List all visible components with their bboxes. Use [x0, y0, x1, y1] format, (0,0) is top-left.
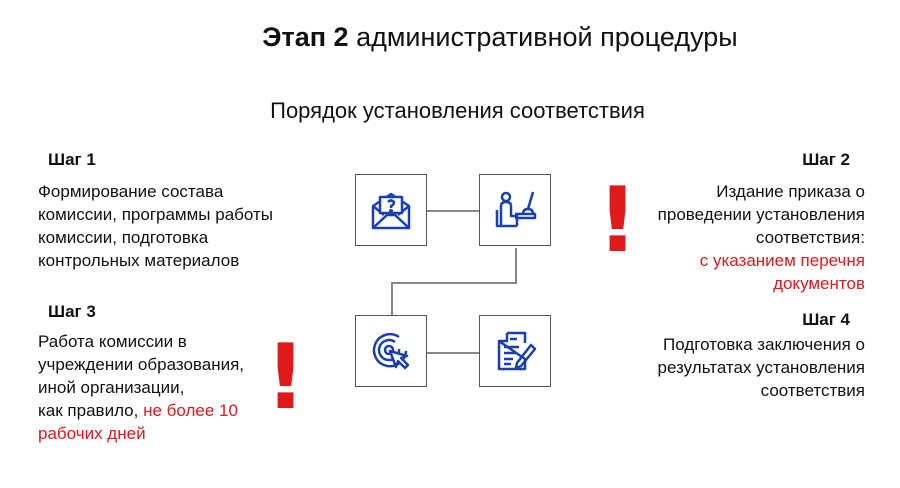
subtitle: Порядок установления соответствия: [270, 98, 645, 123]
connector-line: [427, 210, 479, 212]
step-1-box: [355, 174, 427, 246]
connector-line: [391, 282, 517, 284]
connector-line: [427, 352, 479, 354]
step-3-label: Шаг 3: [48, 302, 96, 321]
teacher-desk-icon: [495, 191, 537, 228]
step-4-label: Шаг 4: [802, 310, 850, 329]
step-2-label: Шаг 2: [802, 150, 850, 169]
exclamation-mark-icon: !: [265, 325, 307, 430]
step-4-box: [479, 315, 551, 387]
page-title: Этап 2 административной процедуры: [262, 22, 738, 52]
envelope-question-icon: [371, 192, 411, 230]
document-pen-icon: [497, 331, 537, 371]
connector-line: [515, 248, 517, 282]
exclamation-mark-icon: !: [597, 168, 639, 273]
step-2-box: [479, 174, 551, 246]
target-cursor-icon: [372, 332, 410, 370]
step-1-label: Шаг 1: [48, 150, 96, 169]
connector-line: [391, 282, 393, 315]
step-3-box: [355, 315, 427, 387]
